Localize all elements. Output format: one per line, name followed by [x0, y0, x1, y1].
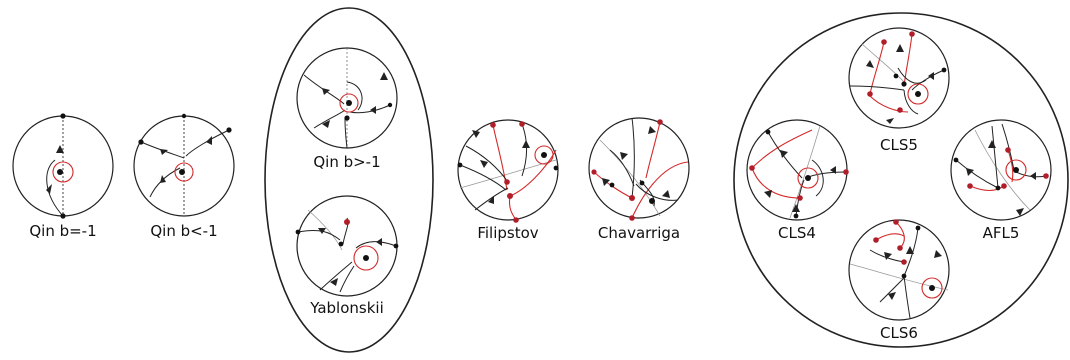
portrait-filipstov: Filipstov [457, 119, 559, 242]
group-ellipse-qin-yablonskii [264, 7, 434, 353]
portrait-label: Chavarriga [598, 224, 680, 242]
portrait-label: Qin b=-1 [29, 222, 96, 240]
portrait-cls4: CLS4 [746, 119, 849, 242]
portrait-label: CLS4 [778, 224, 816, 242]
portrait-yablonskii: Yablonskii [295, 195, 399, 317]
portrait-cls6: CLS6 [848, 219, 950, 342]
portrait-label: CLS5 [880, 136, 918, 154]
portrait-label: Yablonskii [309, 299, 384, 317]
portrait-qin-b-eq-neg1: Qin b=-1 [12, 113, 114, 240]
portrait-label: Filipstov [477, 224, 538, 242]
portrait-afl5: AFL5 [950, 119, 1052, 242]
portrait-label: CLS6 [880, 324, 918, 342]
portrait-chavarriga: Chavarriga [588, 117, 690, 242]
portrait-label: Qin b>-1 [313, 153, 380, 171]
portrait-label: AFL5 [983, 224, 1020, 242]
portrait-cls5: CLS5 [848, 27, 950, 154]
portrait-qin-b-gt-neg1: Qin b>-1 [296, 47, 398, 171]
portrait-qin-b-lt-neg1: Qin b<-1 [133, 113, 235, 240]
portrait-label: Qin b<-1 [150, 222, 217, 240]
group-circle-cls-afl [733, 12, 1069, 348]
